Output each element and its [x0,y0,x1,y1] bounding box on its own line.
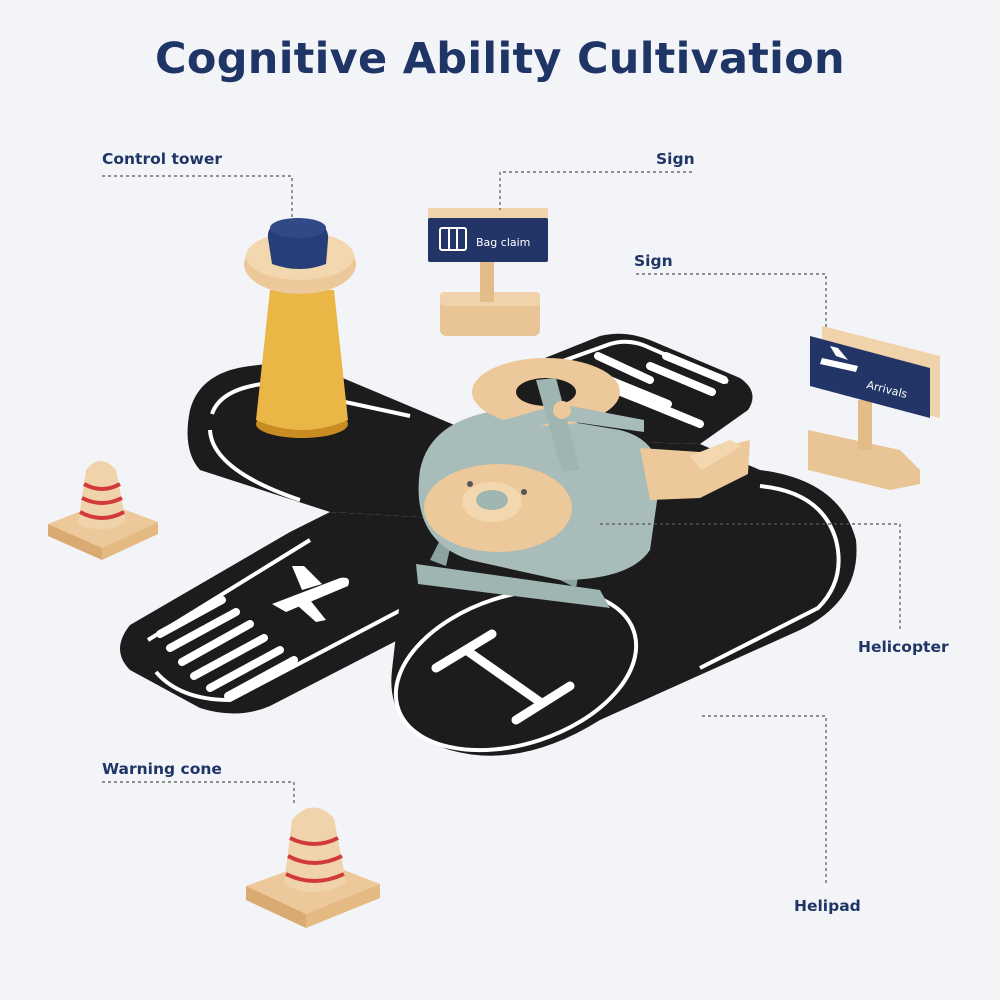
runway-stripes-lower [156,596,298,700]
bag-claim-sign: Bag claim [428,208,548,336]
warning-cone-left [48,461,158,560]
label-helicopter: Helicopter [858,638,949,656]
arrivals-plane-icon [820,346,858,372]
luggage-icon [439,227,467,251]
callout-lines [102,171,901,886]
warning-cone-bottom [246,807,380,928]
helipad-h-mark [431,629,575,725]
label-sign-right: Sign [634,252,673,270]
airplane-icon [272,566,349,622]
label-sign-top: Sign [656,150,695,168]
page-title: Cognitive Ability Cultivation [155,34,845,84]
label-helipad: Helipad [794,897,861,915]
bag-claim-text: Bag claim [476,236,530,249]
label-control-tower: Control tower [102,150,223,168]
control-tower [244,218,356,438]
helicopter [416,358,750,608]
runway-mat [120,333,857,756]
label-warning-cone: Warning cone [102,760,222,778]
arrivals-sign: Arrivals [808,326,940,490]
